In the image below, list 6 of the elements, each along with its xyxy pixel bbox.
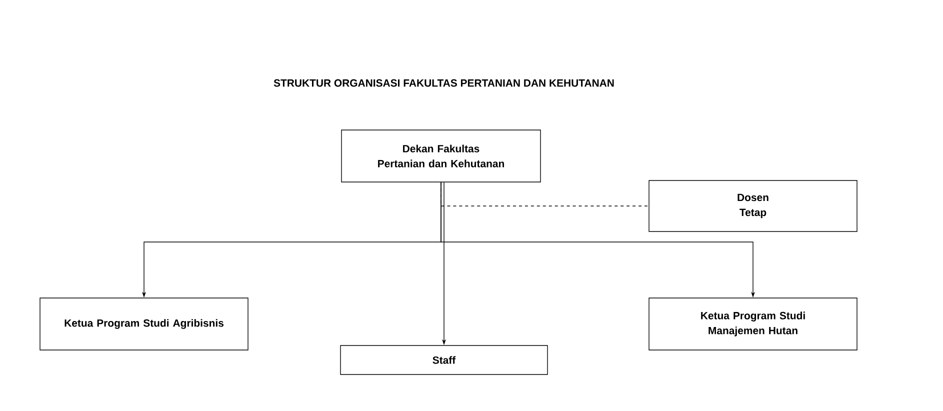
title: STRUKTUR ORGANISASI FAKULTAS PERTANIAN DAN KEHUTANAN — [274, 79, 614, 87]
box: Dosen Tetap — [648, 180, 858, 232]
box: Dekan Fakultas Pertanian dan Kehutanan — [341, 130, 541, 182]
box: Ketua Program Studi Manajemen Hutan — [648, 298, 858, 350]
box: Staff — [340, 345, 548, 375]
box: Ketua Program Studi Agribisnis — [40, 298, 248, 350]
